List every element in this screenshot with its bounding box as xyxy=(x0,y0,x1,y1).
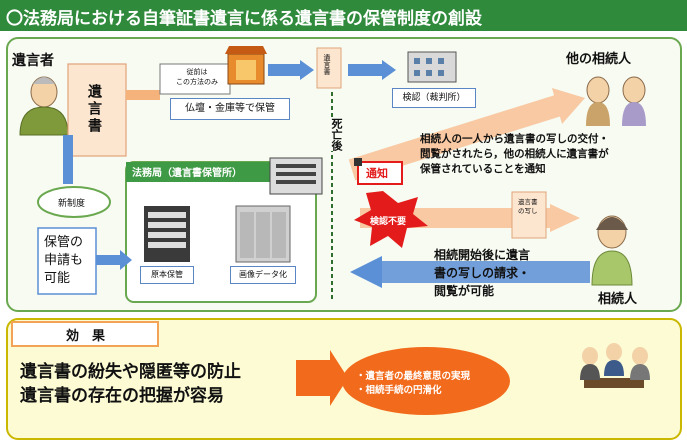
page-title: 〇法務局における自筆証書遺言に係る遺言書の保管制度の創設 xyxy=(6,9,482,29)
application-line1: 保管の xyxy=(44,235,84,250)
effect-main-line1: 遺言書の紛失や隠匿等の防止 xyxy=(20,362,241,382)
notice-box xyxy=(357,161,403,185)
new-system-label: 新制度 xyxy=(58,199,86,209)
will-label: 遺言書 xyxy=(86,84,102,135)
will-copy-line1: 遺言書 xyxy=(518,198,538,206)
doc-small-shape xyxy=(316,47,342,89)
request-line2: 書の写しの請求・ xyxy=(434,266,531,280)
notice-label: 通知 xyxy=(366,167,388,180)
application-line3: 可能 xyxy=(44,271,71,286)
notification-text: 相続人の一人から遺言書の写しの交付・ 閲覧がされたら，他の相続人に遺言書が 保管… xyxy=(420,132,609,177)
testator-icon xyxy=(19,76,69,136)
other-heirs-label: 他の相続人 xyxy=(566,52,632,67)
original-storage-text: 原本保管 xyxy=(151,270,183,279)
original-storage-icon xyxy=(144,206,190,262)
death-label: 死亡後 xyxy=(328,118,344,151)
bureau-building-icon xyxy=(269,157,323,195)
application-text: 保管の 申請も 可能 xyxy=(44,234,83,288)
effect-result-text: ・遺言者の最終意思の実現 ・相続手続の円滑化 xyxy=(356,370,470,398)
heir-icon xyxy=(591,215,633,286)
image-data-icon xyxy=(235,205,291,263)
small-doc-label: 遺言書 xyxy=(323,54,331,75)
notification-line2: 閲覧がされたら，他の相続人に遺言書が xyxy=(420,148,609,160)
notification-line1: 相続人の一人から遺言書の写しの交付・ xyxy=(420,133,609,145)
current-method-note-line1: 従前は xyxy=(186,68,208,76)
court-verification-text: 検認（裁判所） xyxy=(402,93,466,103)
effect-main-line2: 遺言書の存在の把握が容易 xyxy=(20,386,224,406)
effect-tab-label: 効 果 xyxy=(66,329,106,344)
arrow-request-head xyxy=(350,256,382,288)
court-building-icon xyxy=(407,51,457,83)
no-verification-burst xyxy=(354,191,428,248)
other-heirs-icon xyxy=(586,76,646,126)
image-data-box: 画像データ化 xyxy=(230,266,296,284)
original-storage-box: 原本保管 xyxy=(140,266,194,284)
testator-label: 遺言者 xyxy=(12,53,54,69)
will-document-shape xyxy=(67,63,127,157)
heir-label: 相続人 xyxy=(598,292,638,307)
request-text: 相続開始後に遺言 書の写しの請求・ 閲覧が可能 xyxy=(434,246,530,300)
title-bar xyxy=(0,0,687,31)
will-copy-label: 遺言書 の写し xyxy=(518,198,538,216)
will-copy-line2: の写し xyxy=(518,207,538,215)
new-system-oval xyxy=(37,186,111,218)
request-line1: 相続開始後に遺言 xyxy=(434,248,531,262)
no-verification-label: 検認不要 xyxy=(370,217,407,227)
altar-icon xyxy=(225,46,267,85)
altar-storage-box: 仏壇・金庫等で保管 xyxy=(170,98,290,120)
court-verification-box: 検認（裁判所） xyxy=(392,88,476,108)
notification-line3: 保管されていることを通知 xyxy=(420,163,546,175)
current-method-note: 従前は この方法のみ xyxy=(172,67,222,87)
note-bubble xyxy=(159,63,231,95)
meeting-people-icon xyxy=(580,343,650,388)
effect-tab-box xyxy=(11,321,159,347)
will-copy-shape xyxy=(511,191,547,239)
effect-arrow xyxy=(296,350,348,406)
bureau-header xyxy=(126,162,286,182)
application-box xyxy=(37,227,97,295)
effect-result-line1: ・遺言者の最終意思の実現 xyxy=(356,371,471,382)
result-oval xyxy=(342,347,510,415)
image-data-text: 画像データ化 xyxy=(239,270,287,279)
altar-storage-text: 仏壇・金庫等で保管 xyxy=(185,103,275,114)
effect-result-line2: ・相続手続の円滑化 xyxy=(356,385,442,396)
current-method-note-line2: この方法のみ xyxy=(176,78,218,86)
request-line3: 閲覧が可能 xyxy=(434,284,495,298)
arrow-notify-other-heirs xyxy=(348,94,564,181)
application-line2: 申請も xyxy=(44,253,84,268)
bureau-title: 法務局（遺言書保管所） xyxy=(132,168,242,179)
effect-main-text: 遺言書の紛失や隠匿等の防止 遺言書の存在の把握が容易 xyxy=(20,360,241,408)
